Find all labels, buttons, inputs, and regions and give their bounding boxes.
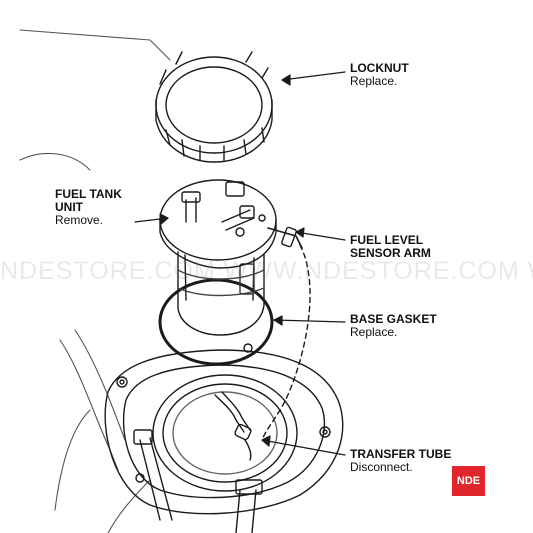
- callout-transfer-tube-title: TRANSFER TUBE: [350, 447, 452, 461]
- harness-pipe: [133, 429, 263, 533]
- callout-locknut-action: Replace.: [350, 74, 398, 88]
- sensor-arm-path: [261, 244, 311, 441]
- callout-locknut-title: LOCKNUT: [350, 61, 409, 75]
- transfer-tube: [214, 391, 252, 461]
- leader-lines: [134, 71, 346, 456]
- callout-sensor-arm-title-1: FUEL LEVEL: [350, 233, 424, 247]
- callout-sensor-arm-title-2: SENSOR ARM: [350, 246, 431, 260]
- callout-transfer-tube: TRANSFER TUBE Disconnect.: [350, 448, 451, 474]
- callout-locknut: LOCKNUT Replace.: [350, 62, 409, 88]
- callout-base-gasket-action: Replace.: [350, 325, 398, 339]
- nde-logo: NDE: [452, 466, 485, 496]
- watermark-text: NDESTORE.COM WWW.NDESTORE.COM WWW.NDESTO…: [0, 257, 533, 285]
- tank-opening: [104, 343, 344, 515]
- vehicle-body-outline: [19, 29, 171, 533]
- locknut: [155, 51, 273, 163]
- callout-fuel-tank-unit: FUEL TANK UNIT Remove.: [55, 188, 122, 227]
- callout-transfer-tube-action: Disconnect.: [350, 460, 413, 474]
- callout-fuel-level-sensor-arm: FUEL LEVEL SENSOR ARM: [350, 234, 431, 260]
- fuel-tank-unit: [159, 179, 303, 336]
- base-gasket-ring: [158, 278, 274, 366]
- callout-fuel-tank-unit-title-2: UNIT: [55, 200, 83, 214]
- callout-base-gasket: BASE GASKET Replace.: [350, 313, 437, 339]
- callout-fuel-tank-unit-title-1: FUEL TANK: [55, 187, 122, 201]
- callout-fuel-tank-unit-action: Remove.: [55, 213, 104, 227]
- callout-base-gasket-title: BASE GASKET: [350, 312, 437, 326]
